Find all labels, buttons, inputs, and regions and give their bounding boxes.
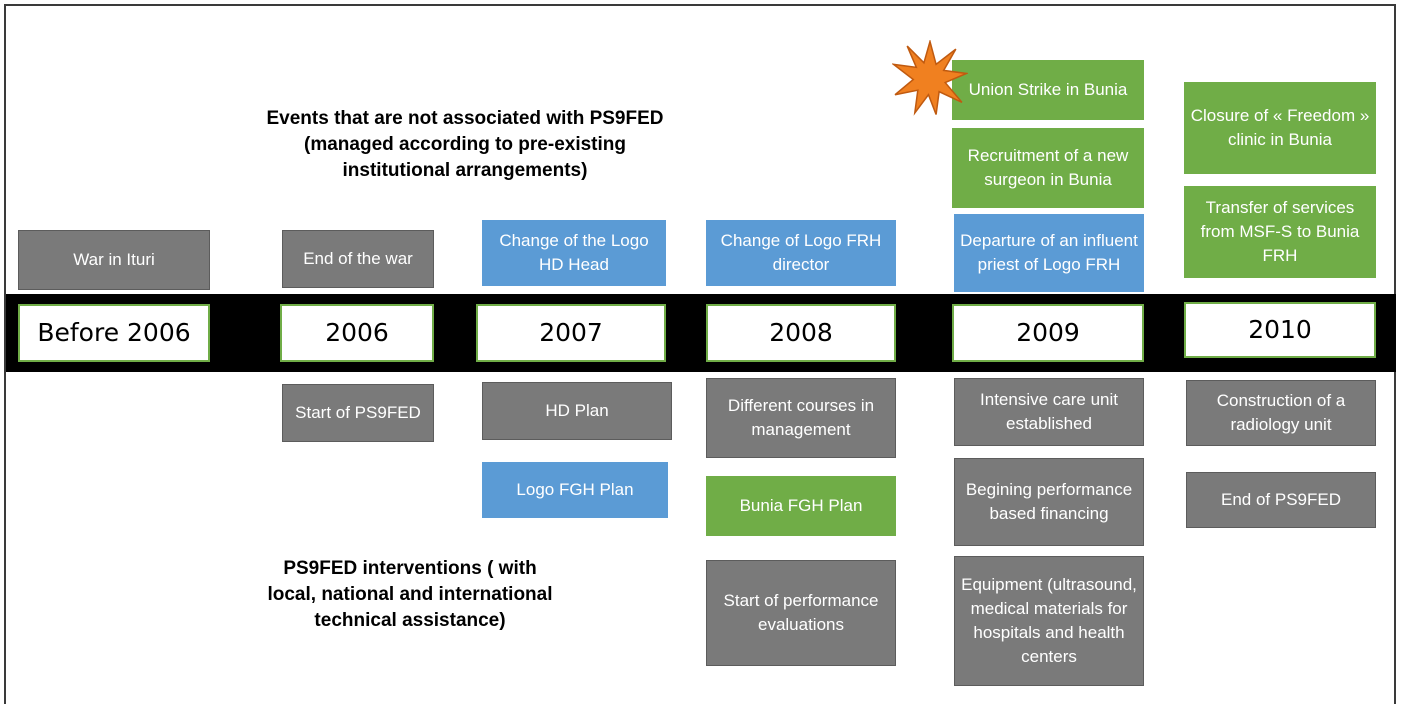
- bottom-heading: PS9FED interventions ( with local, natio…: [200, 556, 620, 634]
- event-change-hd-head: Change of the Logo HD Head: [482, 220, 666, 286]
- intervention-radiology-unit: Construction of a radiology unit: [1186, 380, 1376, 446]
- event-end-of-war: End of the war: [282, 230, 434, 288]
- starburst-icon: [892, 40, 968, 116]
- year-2007: 2007: [476, 304, 666, 362]
- year-2009: 2009: [952, 304, 1144, 362]
- top-heading: Events that are not associated with PS9F…: [200, 106, 730, 184]
- intervention-start-evaluations: Start of performance evaluations: [706, 560, 896, 666]
- top-heading-line-3: institutional arrangements): [342, 160, 588, 181]
- intervention-start-ps9fed: Start of PS9FED: [282, 384, 434, 442]
- intervention-different-courses: Different courses in management: [706, 378, 896, 458]
- intervention-bunia-fgh-plan: Bunia FGH Plan: [706, 476, 896, 536]
- year-2010: 2010: [1184, 302, 1376, 358]
- intervention-hd-plan: HD Plan: [482, 382, 672, 440]
- event-departure-priest: Departure of an influent priest of Logo …: [954, 214, 1144, 292]
- event-transfer-services: Transfer of services from MSF-S to Bunia…: [1184, 186, 1376, 278]
- year-2006: 2006: [280, 304, 434, 362]
- intervention-end-ps9fed: End of PS9FED: [1186, 472, 1376, 528]
- intervention-pbf-beginning: Begining performance based financing: [954, 458, 1144, 546]
- intervention-icu-established: Intensive care unit established: [954, 378, 1144, 446]
- event-closure-freedom: Closure of « Freedom » clinic in Bunia: [1184, 82, 1376, 174]
- top-heading-line-2: (managed according to pre-existing: [304, 134, 626, 155]
- event-recruitment-surgeon: Recruitment of a new surgeon in Bunia: [952, 128, 1144, 208]
- intervention-equipment: Equipment (ultrasound, medical materials…: [954, 556, 1144, 686]
- intervention-logo-fgh-plan: Logo FGH Plan: [482, 462, 668, 518]
- year-2008: 2008: [706, 304, 896, 362]
- event-war-in-ituri: War in Ituri: [18, 230, 210, 290]
- bottom-heading-line-1: PS9FED interventions ( with: [283, 558, 537, 579]
- event-change-frh-director: Change of Logo FRH director: [706, 220, 896, 286]
- event-union-strike: Union Strike in Bunia: [952, 60, 1144, 120]
- bottom-heading-line-2: local, national and international: [267, 584, 553, 605]
- timeline-band: [6, 294, 1396, 372]
- bottom-heading-line-3: technical assistance): [314, 610, 506, 631]
- top-heading-line-1: Events that are not associated with PS9F…: [266, 108, 664, 129]
- year-before-2006: Before 2006: [18, 304, 210, 362]
